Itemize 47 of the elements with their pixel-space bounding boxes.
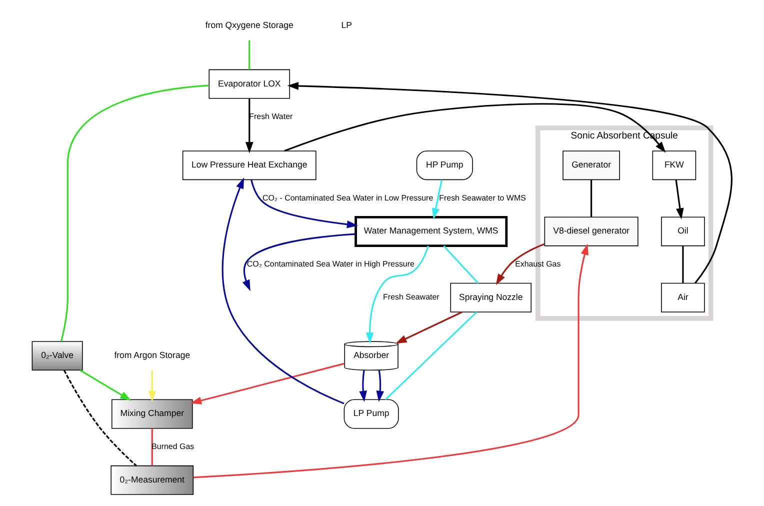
connector bbox=[63, 370, 137, 466]
node-box: Oil bbox=[661, 216, 705, 246]
connector bbox=[151, 428, 153, 466]
connector bbox=[384, 311, 478, 400]
node-box: LP Pump bbox=[344, 399, 399, 429]
node-box: Air bbox=[661, 282, 705, 312]
connector bbox=[248, 40, 250, 70]
edge-label: CO₂ Contaminated Sea Water in High Pressure bbox=[246, 260, 414, 269]
arrow bbox=[496, 243, 545, 286]
edge-label: Fresh Seawater to WMS bbox=[439, 193, 526, 202]
connector bbox=[443, 245, 479, 284]
label: LP bbox=[341, 20, 352, 30]
arrow bbox=[284, 103, 666, 153]
arrow bbox=[222, 177, 344, 404]
node-box: Spraying Nozzle bbox=[450, 282, 532, 312]
arrow bbox=[250, 180, 358, 228]
node-box: Water Management System, WMS bbox=[354, 216, 508, 248]
node-box: Generator bbox=[562, 150, 620, 180]
node-box: 0₂-Measurement bbox=[110, 465, 194, 495]
node-box: HP Pump bbox=[416, 150, 473, 180]
arrow bbox=[245, 98, 254, 154]
node-box: V8-diesel generator bbox=[544, 216, 638, 246]
node-text: from Argon Storage bbox=[114, 350, 190, 360]
arrow bbox=[287, 82, 732, 284]
arrow bbox=[242, 233, 356, 292]
arrow bbox=[359, 370, 367, 402]
arrow bbox=[432, 180, 443, 220]
node-text: from Qxygene Storage bbox=[205, 20, 294, 30]
node-box: Mixing Champer bbox=[112, 399, 193, 429]
connector bbox=[590, 180, 592, 218]
edge-label: Fresh Seawater bbox=[383, 292, 440, 302]
connector bbox=[682, 246, 684, 284]
arrow bbox=[396, 311, 463, 344]
connector bbox=[60, 84, 210, 342]
arrow bbox=[190, 362, 345, 404]
arrow bbox=[80, 369, 132, 401]
node-box: 0₂-Valve bbox=[32, 341, 83, 371]
edge-label: Fresh Water bbox=[249, 112, 293, 122]
node-box: FKW bbox=[652, 150, 696, 180]
node-box: Low Pressure Heat Exchange bbox=[182, 150, 316, 180]
arrow bbox=[675, 180, 684, 220]
arrow bbox=[148, 370, 156, 402]
arrow bbox=[376, 370, 384, 402]
arrow bbox=[366, 246, 429, 344]
arrow bbox=[193, 244, 588, 478]
node-box: Evaporator LOX bbox=[208, 69, 290, 99]
edge-label: CO₂ - Contaminated Sea Water in Low Pressure bbox=[262, 193, 434, 202]
